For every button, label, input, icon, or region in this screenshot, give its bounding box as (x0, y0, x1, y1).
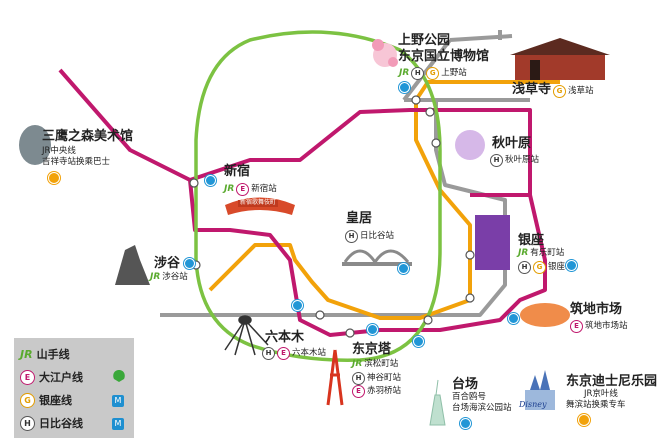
station-pin-icon (566, 260, 577, 271)
toei-logo-icon (113, 370, 125, 382)
hibiya-line (160, 34, 530, 317)
tokyo-tower-icon (326, 349, 344, 406)
place-odaiba-station2: 台场海滨公园站 (452, 403, 512, 413)
place-ueno-name1: 上野公园 (398, 33, 451, 48)
place-kokyo-name: 皇居 (346, 211, 373, 226)
ginza-line (208, 80, 560, 320)
kabukicho-sign-text: 新宿歌舞伎町 (238, 199, 279, 207)
temple-icon (510, 38, 610, 80)
station-pin-icon (399, 82, 410, 93)
hachiko-statue-icon (115, 245, 150, 285)
yamanote-line (194, 30, 442, 362)
place-shibuya-station: JR 涉谷站 (150, 272, 188, 283)
place-tsukiji-name: 筑地市场 (570, 302, 623, 317)
place-odaiba-name: 台场 (452, 377, 479, 392)
jr-station-icon (48, 172, 60, 184)
jr-station-icon (578, 414, 590, 426)
place-ueno-station: JR H G 上野站 (399, 67, 467, 80)
ginza-building-icon (475, 215, 510, 270)
place-tokyotower-station1: JR 滨松町站 (352, 359, 399, 370)
place-disney-line2: 舞滨站换乘专车 (566, 400, 626, 410)
station-pin-icon (292, 300, 303, 311)
legend-yamanote: JR 山手线 (20, 347, 70, 362)
place-shinjuku-station: JR E 新宿站 (224, 183, 277, 196)
place-roppongi-station: H E 六本木站 (262, 347, 326, 360)
place-ginza-name: 银座 (518, 233, 545, 248)
line-legend: JR 山手线 E 大江户线 G 银座线 H 日比谷线 M M (14, 338, 134, 438)
place-akihabara-station: H 秋叶原站 (490, 154, 539, 167)
maman-spider-icon (224, 315, 269, 356)
place-asakusa-name: 浅草寺 (512, 82, 552, 97)
legend-hibiya: H 日比谷线 (20, 415, 83, 431)
place-mitaka-line1: JR中央线 (42, 146, 76, 156)
station-pin-icon (184, 258, 195, 269)
legend-oedo: E 大江户线 (20, 369, 83, 385)
station-pin-icon (508, 313, 519, 324)
place-shibuya-name: 涉谷 (154, 256, 181, 271)
legend-ginza: G 银座线 (20, 392, 72, 408)
anime-character-icon (455, 130, 485, 160)
cherry-blossom-icon (372, 39, 398, 67)
place-ueno-name2: 东京国立博物馆 (398, 49, 490, 64)
place-disney-name: 东京迪士尼乐园 (566, 374, 658, 389)
bridge-icon (342, 249, 412, 266)
place-disney-line: JR京叶线 (584, 389, 618, 399)
disney-logo-text: Disney (519, 400, 547, 409)
place-ginza-station1: JR 有乐町站 (518, 248, 565, 259)
place-ginza-station2: H G 银座站 (518, 261, 574, 274)
station-pin-icon (367, 324, 378, 335)
sushi-icon (520, 303, 570, 327)
place-tokyotower-station2: H 神谷町站 (352, 372, 401, 385)
place-tsukiji-station: E 筑地市场站 (570, 320, 628, 333)
place-roppongi-name: 六本木 (265, 330, 305, 345)
tokyo-metro-logo-icon: M (112, 395, 124, 407)
tokyo-metro-logo-icon: M (112, 418, 124, 430)
station-pin-icon (398, 263, 409, 274)
place-odaiba-station1: 百合鸥号 (452, 392, 487, 402)
place-asakusa-station: G 浅草站 (553, 85, 594, 98)
station-pin-icon (460, 418, 471, 429)
totoro-icon (19, 125, 51, 165)
station-pin-icon (413, 336, 424, 347)
place-tokyotower-name: 东京塔 (352, 342, 392, 357)
place-tokyotower-station3: E 赤羽桥站 (352, 385, 401, 398)
place-kokyo-station: H 日比谷站 (345, 230, 394, 243)
disney-castle-icon (525, 370, 555, 410)
place-akihabara-name: 秋叶原 (492, 136, 532, 151)
station-pin-icon (205, 175, 216, 186)
statue-of-liberty-icon (429, 379, 446, 426)
place-mitaka-line2: 吉祥寺站换乘巴士 (42, 157, 111, 167)
place-shinjuku-name: 新宿 (224, 164, 251, 179)
oedo-line (58, 68, 547, 337)
place-mitaka-name: 三鹰之森美术馆 (42, 129, 134, 144)
